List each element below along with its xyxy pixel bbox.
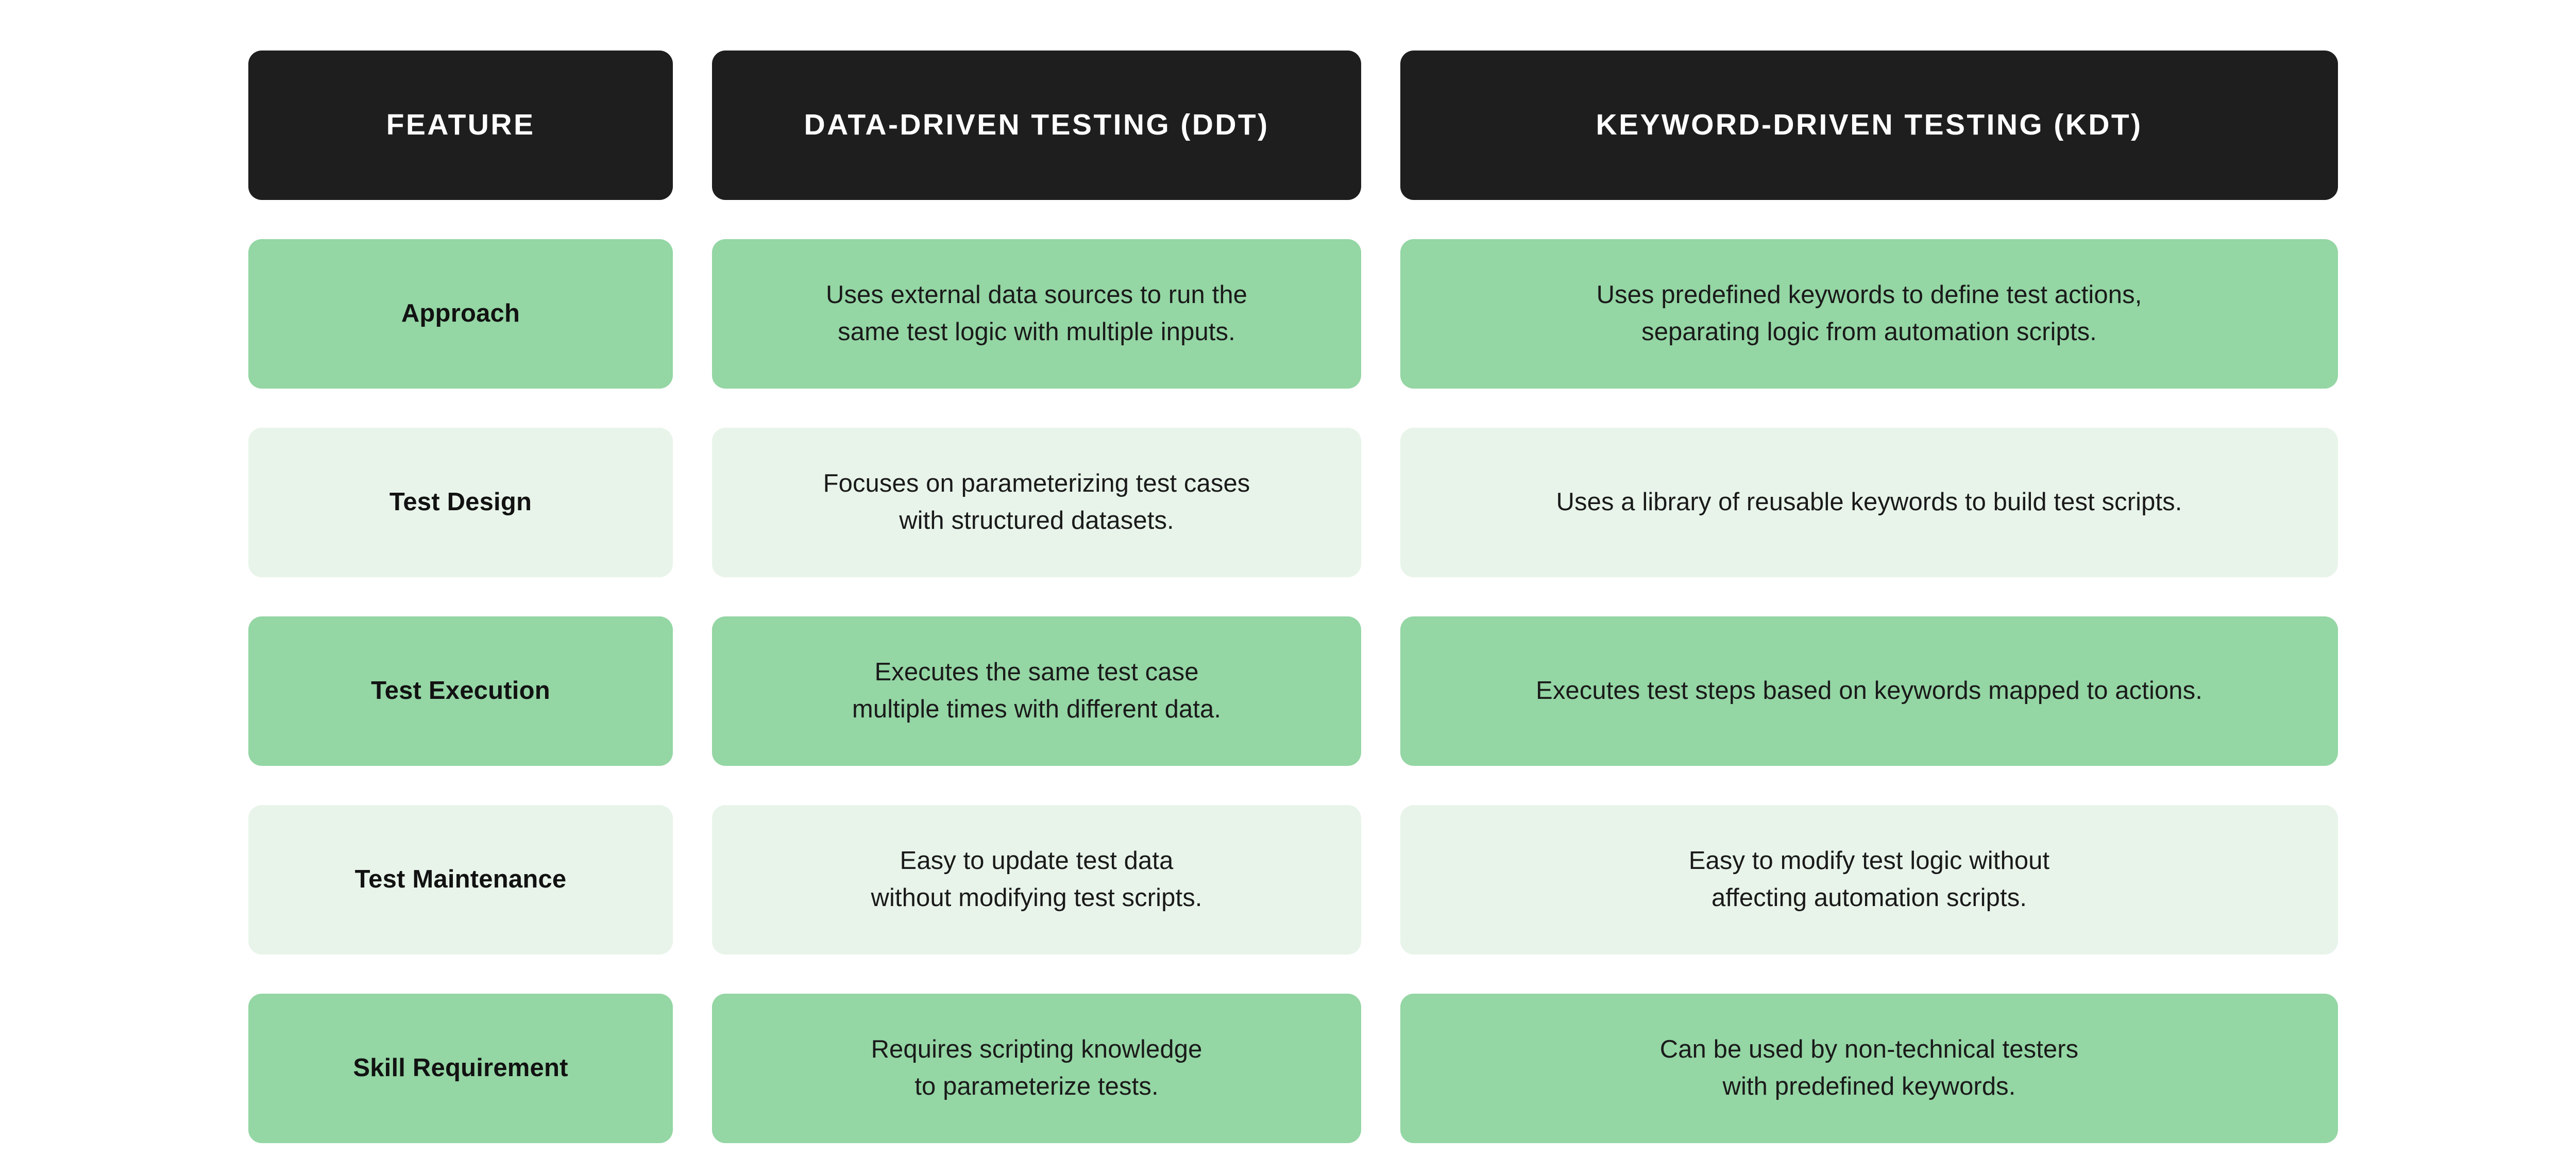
table-header-cell-ddt: DATA-DRIVEN TESTING (DDT) bbox=[712, 51, 1361, 200]
table-row: Test Maintenance bbox=[248, 805, 673, 955]
table-header-label-ddt: DATA-DRIVEN TESTING (DDT) bbox=[804, 108, 1269, 142]
kdt-description: Uses predefined keywords to define test … bbox=[1596, 281, 2142, 346]
table-row: Skill Requirement bbox=[248, 994, 673, 1143]
table-cell-kdt: Uses a library of reusable keywords to b… bbox=[1400, 428, 2338, 577]
table-cell-kdt: Uses predefined keywords to define test … bbox=[1400, 239, 2338, 389]
table-cell-ddt: Executes the same test case multiple tim… bbox=[712, 616, 1361, 766]
table-cell-kdt: Easy to modify test logic without affect… bbox=[1400, 805, 2338, 955]
feature-label: Test Execution bbox=[371, 677, 550, 705]
table-header-label-kdt: KEYWORD-DRIVEN TESTING (KDT) bbox=[1596, 108, 2143, 142]
ddt-description: Executes the same test case multiple tim… bbox=[852, 658, 1222, 723]
table-header-label-feature: FEATURE bbox=[386, 108, 535, 142]
table-header-cell-kdt: KEYWORD-DRIVEN TESTING (KDT) bbox=[1400, 51, 2338, 200]
table-cell-kdt: Executes test steps based on keywords ma… bbox=[1400, 616, 2338, 766]
table-cell-ddt: Uses external data sources to run the sa… bbox=[712, 239, 1361, 389]
table-cell-ddt: Requires scripting knowledge to paramete… bbox=[712, 994, 1361, 1143]
feature-label: Skill Requirement bbox=[353, 1054, 568, 1082]
ddt-description: Uses external data sources to run the sa… bbox=[825, 281, 1248, 346]
kdt-description: Executes test steps based on keywords ma… bbox=[1536, 677, 2202, 705]
feature-label: Test Maintenance bbox=[354, 865, 567, 894]
feature-label: Approach bbox=[401, 299, 520, 328]
kdt-description: Can be used by non-technical testers wit… bbox=[1659, 1035, 2079, 1100]
table-cell-kdt: Can be used by non-technical testers wit… bbox=[1400, 994, 2338, 1143]
kdt-description: Uses a library of reusable keywords to b… bbox=[1556, 488, 2182, 516]
ddt-description: Focuses on parameterizing test cases wit… bbox=[823, 470, 1250, 534]
table-cell-ddt: Easy to update test data without modifyi… bbox=[712, 805, 1361, 955]
kdt-description: Easy to modify test logic without affect… bbox=[1688, 847, 2050, 912]
table-row: Test Execution bbox=[248, 616, 673, 766]
table-row: Test Design bbox=[248, 428, 673, 577]
table-cell-ddt: Focuses on parameterizing test cases wit… bbox=[712, 428, 1361, 577]
comparison-table: FEATURE DATA-DRIVEN TESTING (DDT) KEYWOR… bbox=[248, 51, 2339, 1143]
feature-label: Test Design bbox=[389, 488, 532, 516]
table-row: Approach bbox=[248, 239, 673, 389]
table-header-cell-feature: FEATURE bbox=[248, 51, 673, 200]
ddt-description: Requires scripting knowledge to paramete… bbox=[871, 1035, 1202, 1100]
ddt-description: Easy to update test data without modifyi… bbox=[871, 847, 1202, 912]
